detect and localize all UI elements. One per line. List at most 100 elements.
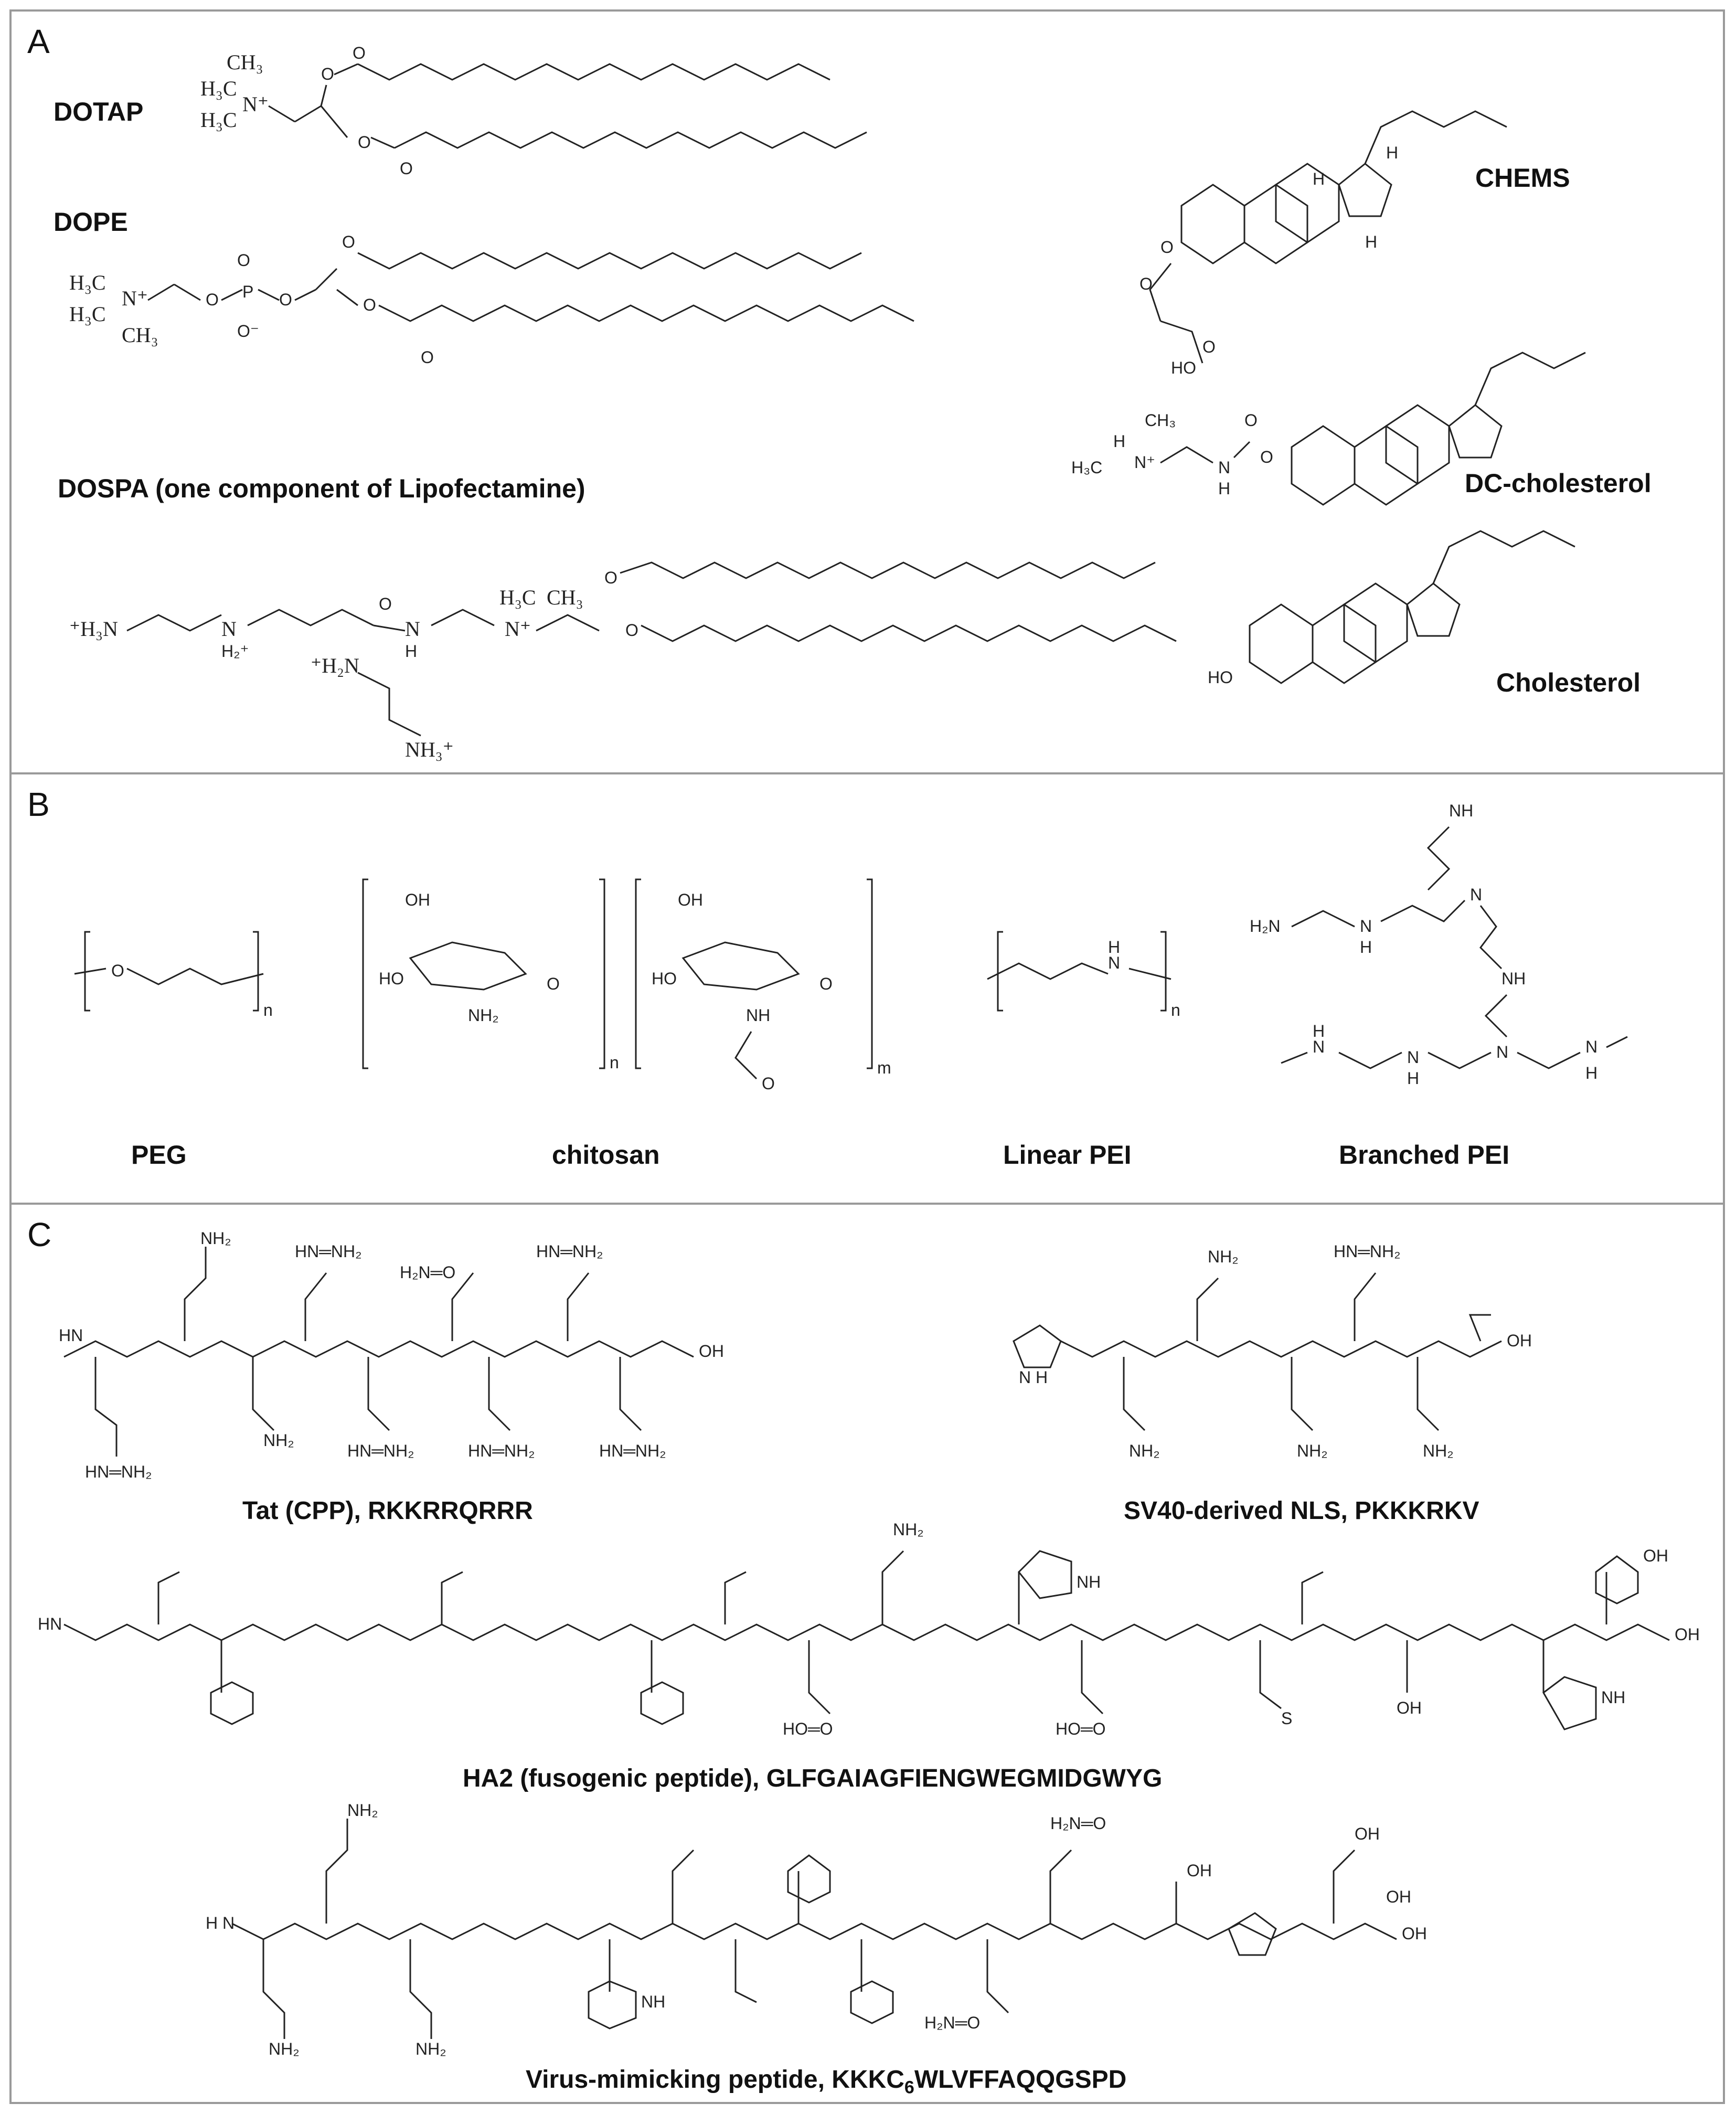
svg-text:H: H xyxy=(1360,938,1372,957)
svg-text:OH: OH xyxy=(405,890,430,909)
svg-text:HN═NH₂: HN═NH₂ xyxy=(599,1441,666,1460)
svg-text:O: O xyxy=(625,621,638,640)
svg-text:H₂N═O: H₂N═O xyxy=(400,1263,455,1282)
chems-structure: HHH O O OHO xyxy=(1139,110,1507,377)
svg-text:m: m xyxy=(877,1058,891,1077)
svg-text:NH: NH xyxy=(641,1992,665,2011)
virus-label-suffix: WLVFFAQQGSPD xyxy=(914,2066,1127,2094)
svg-text:NH: NH xyxy=(1449,801,1473,820)
svg-text:NH₂: NH₂ xyxy=(1129,1441,1160,1460)
svg-text:O: O xyxy=(1160,238,1174,257)
svg-text:NH: NH xyxy=(1501,969,1526,988)
svg-text:H₃C: H₃C xyxy=(1071,458,1102,477)
svg-text:H₃C: H₃C xyxy=(69,302,106,326)
svg-text:O: O xyxy=(819,974,833,993)
svg-text:HO═O: HO═O xyxy=(1056,1719,1106,1738)
svg-text:H₃C: H₃C xyxy=(69,271,106,294)
svg-text:P: P xyxy=(242,282,253,301)
svg-text:N⁺: N⁺ xyxy=(242,92,269,116)
svg-text:O⁻: O⁻ xyxy=(237,322,259,341)
svg-text:NH₂: NH₂ xyxy=(1208,1247,1239,1266)
svg-text:OH: OH xyxy=(1386,1887,1411,1906)
svg-text:NH: NH xyxy=(1077,1573,1101,1591)
panel-a-label: A xyxy=(27,23,50,60)
svg-text:O: O xyxy=(762,1074,775,1093)
svg-text:OH: OH xyxy=(1643,1546,1668,1565)
chitosan-label: chitosan xyxy=(552,1140,660,1170)
svg-text:H: H xyxy=(1218,479,1230,498)
dc-cholesterol-label: DC-cholesterol xyxy=(1465,469,1652,498)
svg-text:O: O xyxy=(353,44,366,62)
svg-text:H N: H N xyxy=(206,1914,235,1932)
svg-text:NH: NH xyxy=(746,1006,770,1025)
cholesterol-structure: HO xyxy=(1208,530,1575,687)
svg-text:n: n xyxy=(1171,1001,1180,1019)
svg-text:O: O xyxy=(1244,411,1258,430)
svg-text:H₃C: H₃C xyxy=(200,77,237,100)
virus-label-subscript: 6 xyxy=(904,2077,914,2098)
svg-text:O: O xyxy=(358,133,371,152)
panel-c: C Tat (CPP), RKKRRQRRR SV40-derived NLS,… xyxy=(9,1203,1725,2104)
ha2-label: HA2 (fusogenic peptide), GLFGAIAGFIENGWE… xyxy=(463,1765,1163,1792)
svg-text:O: O xyxy=(400,159,413,178)
svg-text:H₂N: H₂N xyxy=(1250,917,1281,936)
panel-b: B PEG chitosan Linear PEI Branched PEI O… xyxy=(9,772,1725,1205)
svg-text:⁺H₃N: ⁺H₃N xyxy=(69,617,118,641)
svg-text:H: H xyxy=(1407,1069,1419,1088)
svg-text:N: N xyxy=(1218,458,1230,477)
svg-text:N: N xyxy=(1108,953,1120,972)
dotap-label: DOTAP xyxy=(54,97,144,126)
svg-text:N: N xyxy=(1360,917,1372,936)
svg-text:HN═NH₂: HN═NH₂ xyxy=(468,1441,535,1460)
branched-pei-structure: NH N H₂N NH NH N NH NH NH xyxy=(1250,801,1628,1088)
svg-text:CH₃: CH₃ xyxy=(1145,411,1176,430)
dope-label: DOPE xyxy=(54,207,128,237)
peg-structure: O n xyxy=(74,931,273,1019)
sv40-peptide-structure: N H OH NH₂ NH₂ NH₂ HN═NH₂ NH₂ xyxy=(1013,1242,1532,1460)
svg-text:NH₂: NH₂ xyxy=(1423,1441,1454,1460)
svg-text:HN═NH₂: HN═NH₂ xyxy=(347,1441,414,1460)
svg-text:CH₃: CH₃ xyxy=(122,323,158,347)
svg-text:O: O xyxy=(342,232,355,251)
svg-text:NH₂: NH₂ xyxy=(263,1431,294,1450)
svg-text:H₂N═O: H₂N═O xyxy=(924,2013,980,2032)
svg-text:NH₂: NH₂ xyxy=(1297,1441,1328,1460)
svg-text:H₂⁺: H₂⁺ xyxy=(221,642,249,661)
svg-text:N⁺: N⁺ xyxy=(1134,453,1155,472)
svg-text:O: O xyxy=(421,348,434,367)
svg-text:OH: OH xyxy=(678,890,703,909)
svg-text:NH: NH xyxy=(1601,1688,1625,1707)
svg-text:HO: HO xyxy=(379,969,404,988)
panel-b-label: B xyxy=(27,785,50,823)
svg-text:NH₂: NH₂ xyxy=(893,1520,924,1539)
svg-text:O: O xyxy=(279,290,292,309)
svg-text:⁺H₂N: ⁺H₂N xyxy=(311,654,359,677)
svg-text:H₃C: H₃C xyxy=(200,108,237,132)
svg-text:N: N xyxy=(405,617,420,641)
cholesterol-label: Cholesterol xyxy=(1496,668,1641,697)
svg-text:O: O xyxy=(604,568,617,587)
svg-text:O: O xyxy=(547,974,560,993)
svg-text:HN═NH₂: HN═NH₂ xyxy=(295,1242,362,1261)
svg-text:O: O xyxy=(363,295,376,314)
svg-text:N⁺: N⁺ xyxy=(505,617,531,641)
svg-text:OH: OH xyxy=(1397,1698,1422,1717)
panel-c-label: C xyxy=(27,1216,52,1253)
svg-text:NH₂: NH₂ xyxy=(200,1229,231,1248)
svg-text:H: H xyxy=(1113,432,1125,451)
svg-text:NH₃⁺: NH₃⁺ xyxy=(405,738,454,761)
svg-text:N H: N H xyxy=(1019,1368,1048,1387)
svg-text:O: O xyxy=(111,961,124,980)
svg-text:O: O xyxy=(206,290,219,309)
dospa-label: DOSPA (one component of Lipofectamine) xyxy=(58,474,585,503)
svg-text:HN: HN xyxy=(38,1614,62,1633)
svg-text:N: N xyxy=(1585,1037,1597,1056)
svg-text:H: H xyxy=(1585,1064,1597,1082)
svg-text:N: N xyxy=(1313,1037,1325,1056)
svg-text:OH: OH xyxy=(1402,1924,1427,1943)
svg-text:OH: OH xyxy=(1355,1824,1380,1843)
svg-text:n: n xyxy=(610,1053,619,1072)
